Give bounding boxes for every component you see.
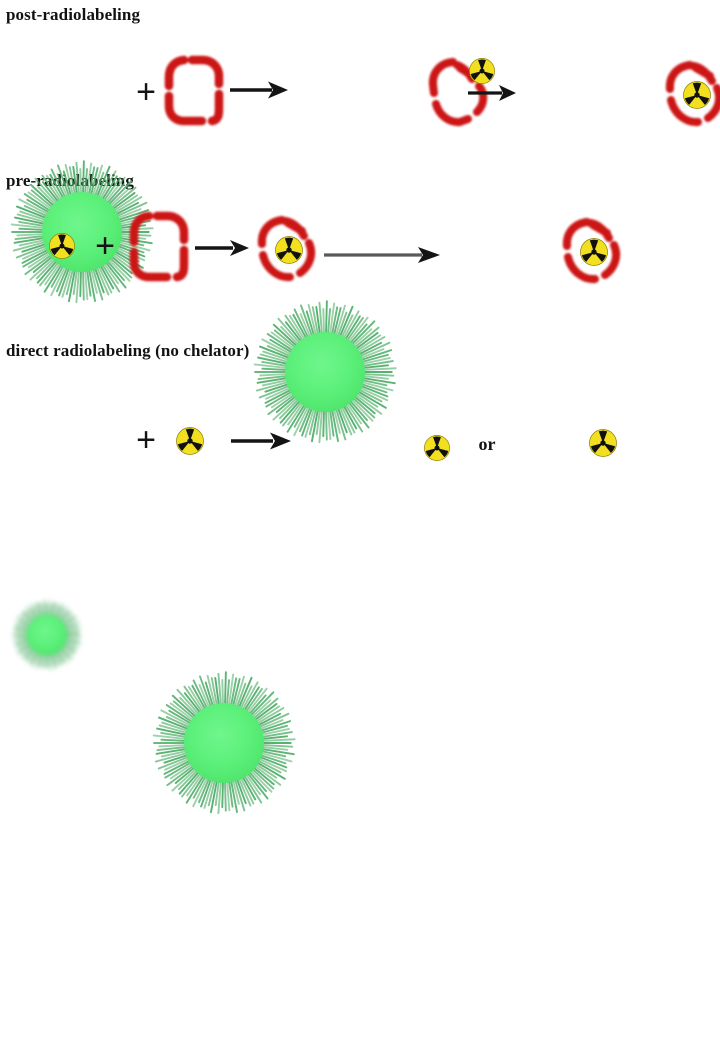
radioactive-trefoil-icon (275, 236, 303, 264)
arrow-right-icon (231, 432, 291, 450)
row-heading-direct-radiolabeling: direct radiolabeling (no chelator) (6, 341, 250, 360)
post-radioisotope (468, 57, 496, 85)
nanoparticle-icon (11, 599, 82, 670)
radioactive-trefoil-icon (683, 81, 711, 109)
chelator-icon (665, 61, 720, 127)
pre-chelator-free (127, 206, 191, 286)
chelator-icon (257, 216, 316, 282)
chelator-icon (164, 55, 224, 126)
pre-complex-radioisotope (274, 235, 304, 265)
direct-nanoparticle (0, 997, 436, 1038)
nanoparticle-icon (253, 300, 397, 444)
arrow-right-icon (468, 85, 516, 101)
pre-reaction-arrow-1 (193, 236, 251, 260)
arrow-right-icon (195, 240, 249, 256)
post-product-nanoparticle (253, 300, 720, 444)
arrow-right-icon (324, 247, 440, 263)
chelator-icon (562, 218, 621, 284)
post-reaction-arrow-1 (228, 77, 290, 103)
radioactive-trefoil-icon (49, 233, 75, 259)
pre-product-radioisotope (579, 237, 609, 267)
pre-radioisotope (48, 232, 76, 260)
row-heading-post-radiolabeling: post-radiolabeling (6, 5, 141, 24)
pre-conjugation-arrow (322, 243, 442, 267)
direct-surface-radioisotope (423, 434, 451, 462)
post-product-radioisotope (682, 80, 712, 110)
pre-plus-operator: + (95, 227, 115, 265)
radioactive-trefoil-icon (424, 435, 450, 461)
direct-core-radioisotope (588, 428, 618, 458)
post-plus-operator: + (136, 73, 156, 111)
arrow-right-icon (230, 81, 288, 99)
post-chelator-free (162, 50, 226, 130)
direct-radioisotope (175, 426, 205, 456)
radioactive-trefoil-icon (176, 427, 204, 455)
direct-or-operator: or (478, 434, 496, 454)
post-product-chelator-complex (660, 56, 720, 134)
pre-product-chelator-complex (557, 213, 631, 291)
direct-reaction-arrow (229, 428, 293, 454)
diagram-canvas: post-radiolabeling pre-radiolabeling dir… (6, 5, 720, 815)
nanoparticle-icon (152, 671, 296, 815)
pre-nanoparticle-reagent (11, 599, 720, 671)
radioactive-trefoil-icon (580, 238, 608, 266)
direct-plus-operator: + (136, 421, 156, 459)
pre-product-nanoparticle (152, 671, 720, 815)
post-reaction-arrow-2 (466, 81, 518, 105)
chelator-icon (129, 211, 189, 282)
pre-radiolabeled-chelator (252, 211, 326, 289)
radioactive-trefoil-icon (589, 429, 617, 457)
radioactive-trefoil-icon (469, 58, 495, 84)
